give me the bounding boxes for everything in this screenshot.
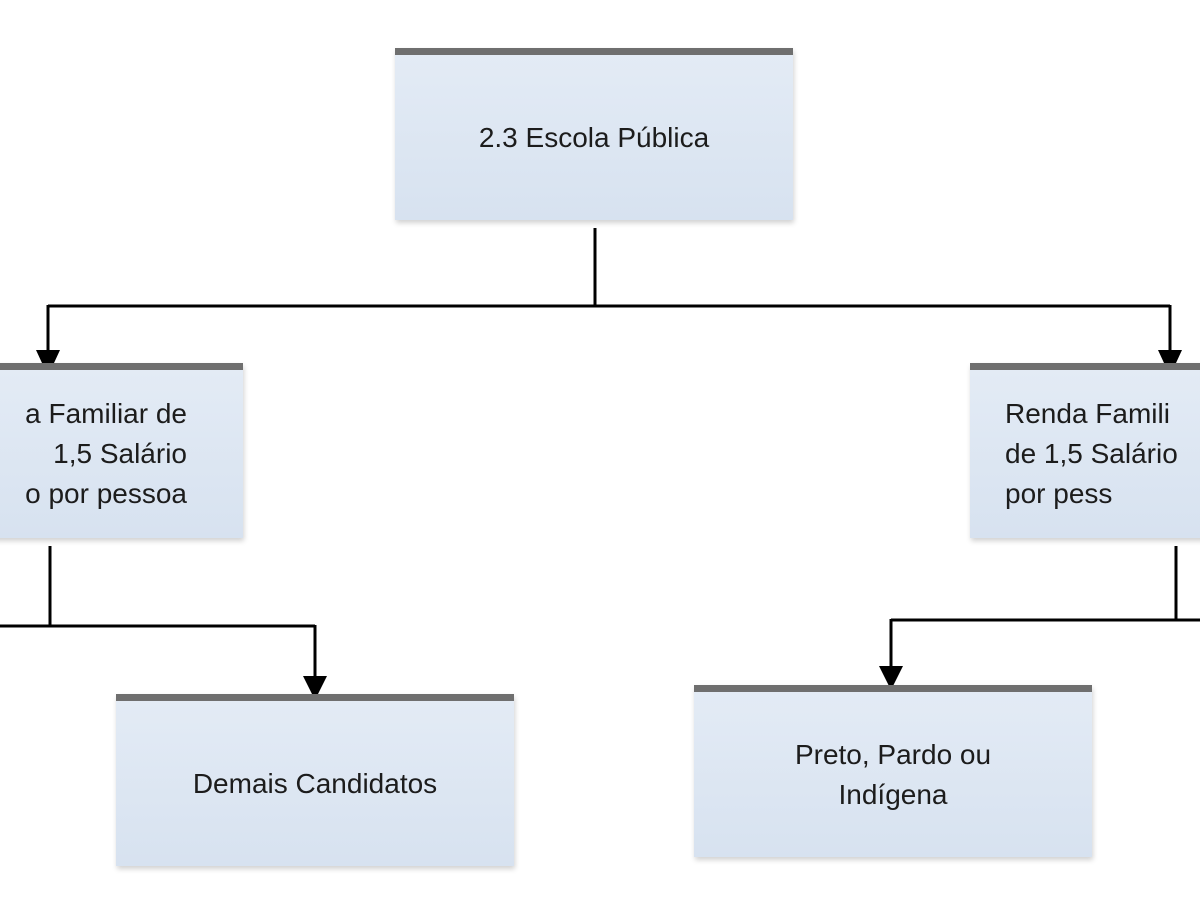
- node-renda-acima-1-5-label: Renda Famili de 1,5 Salário por pess: [1005, 398, 1178, 509]
- node-escola-publica-label: 2.3 Escola Pública: [478, 121, 710, 153]
- node-demais-candidatos: Demais Candidatos: [116, 694, 514, 866]
- node-demais-candidatos-label: Demais Candidatos: [192, 767, 438, 799]
- arrow-demais: [303, 676, 327, 700]
- node-escola-publica: 2.3 Escola Pública: [395, 48, 793, 220]
- node-renda-ate-1-5-label: a Familiar de 1,5 Salário o por pessoa: [25, 398, 187, 509]
- arrow-ppi: [879, 666, 903, 690]
- node-preto-pardo-indigena: Preto, Pardo ou Indígena: [694, 685, 1092, 857]
- node-preto-pardo-indigena-label: Preto, Pardo ou Indígena: [794, 738, 992, 810]
- node-renda-ate-1-5: a Familiar de 1,5 Salário o por pessoa: [0, 363, 243, 538]
- node-renda-acima-1-5: Renda Famili de 1,5 Salário por pess: [970, 363, 1200, 538]
